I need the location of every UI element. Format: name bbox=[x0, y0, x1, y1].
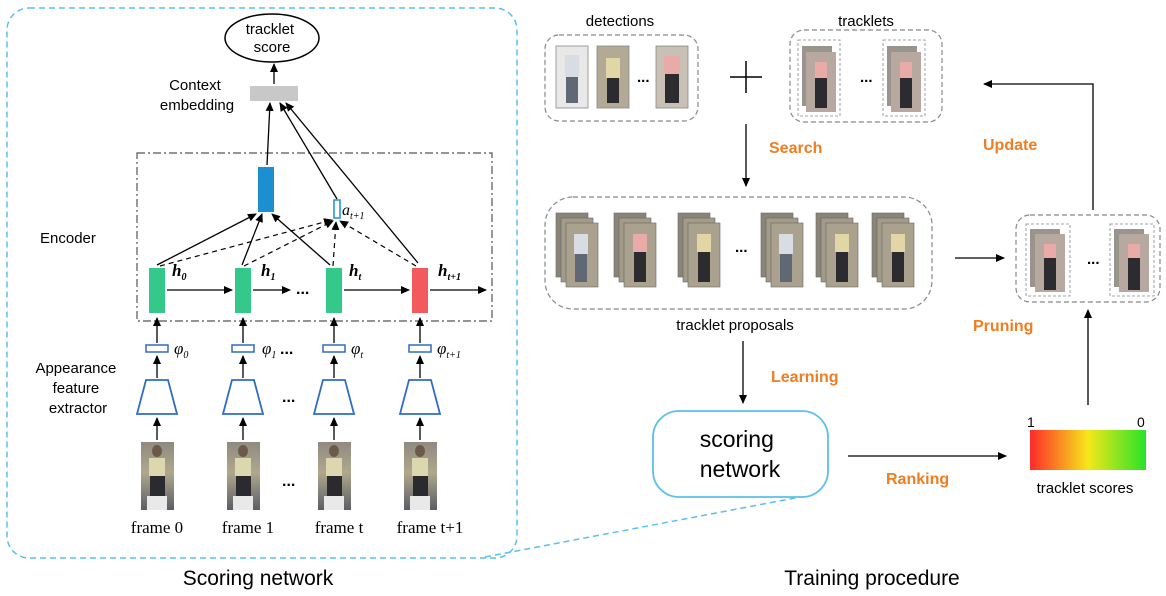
feature-vector-1 bbox=[231, 344, 255, 353]
extractor-t1 bbox=[398, 379, 442, 415]
frame-ellipsis: ... bbox=[282, 473, 295, 490]
tracklet-score-node bbox=[224, 13, 320, 63]
extractor-0 bbox=[135, 379, 179, 415]
frame-image-t1 bbox=[404, 442, 437, 510]
learning-label: Learning bbox=[771, 369, 839, 386]
scale-low-label: 0 bbox=[1137, 414, 1145, 430]
tracklet-proposals-box bbox=[544, 196, 933, 310]
detections-box bbox=[544, 34, 699, 122]
feature-vector-0 bbox=[145, 344, 169, 353]
h1-label: h1 bbox=[261, 261, 275, 283]
detections-label: detections bbox=[586, 13, 654, 30]
proposal-stack-6 bbox=[871, 212, 915, 288]
training-procedure-title: Training procedure bbox=[784, 567, 960, 590]
frame-image-1 bbox=[227, 442, 260, 510]
context-embedding-block bbox=[250, 86, 298, 101]
pruned-tracklets-box bbox=[1015, 214, 1161, 303]
ht1-label: ht+1 bbox=[438, 261, 461, 283]
proposals-ellipsis: ... bbox=[735, 239, 748, 256]
scoring-network-box bbox=[652, 410, 829, 498]
hidden-ellipsis: ... bbox=[296, 281, 309, 298]
h1-to-attention-arrow bbox=[241, 213, 263, 266]
detection-image-1 bbox=[555, 45, 589, 109]
attention-to-context-arrow bbox=[265, 102, 274, 166]
detection-image-2 bbox=[596, 45, 630, 109]
proposal-stack-1 bbox=[555, 212, 599, 288]
attention-weight-label: at+1 bbox=[342, 202, 365, 222]
pruning-label: Pruning bbox=[973, 318, 1033, 335]
tracklets-ellipsis: ... bbox=[860, 69, 873, 86]
hidden-state-h1 bbox=[235, 268, 251, 313]
proposal-stack-4 bbox=[760, 212, 804, 288]
extractor-ellipsis: ... bbox=[282, 389, 295, 406]
update-label: Update bbox=[983, 137, 1037, 154]
attention-block bbox=[258, 167, 274, 212]
detection-image-3 bbox=[655, 45, 689, 109]
h0-to-attention-arrow bbox=[156, 213, 257, 266]
zoom-connector-line bbox=[484, 496, 801, 558]
extractor-label: Appearance feature extractor bbox=[35, 360, 120, 417]
h0-label: h0 bbox=[172, 261, 186, 283]
scoring-network-box-label: scoring network bbox=[700, 426, 781, 482]
attention-weight-block bbox=[333, 199, 341, 219]
tracklet-scores-label: tracklet scores bbox=[1037, 480, 1134, 497]
ht-label: ht bbox=[349, 261, 362, 283]
tracklets-label: tracklets bbox=[838, 13, 894, 30]
h0-to-weight-dashed bbox=[159, 218, 333, 267]
frame-label-0: frame 0 bbox=[131, 518, 183, 537]
frame-image-t bbox=[318, 442, 351, 510]
hidden-state-h0 bbox=[149, 268, 165, 313]
pruned-stack-1 bbox=[1025, 223, 1071, 297]
tracklet-stack-1 bbox=[797, 39, 841, 117]
tracklets-box bbox=[789, 29, 943, 123]
update-arrow bbox=[983, 80, 1094, 210]
feature-vector-t1 bbox=[408, 344, 432, 353]
last-hidden-to-context-arrow bbox=[285, 102, 419, 264]
pruned-ellipsis: ... bbox=[1087, 251, 1100, 268]
pruned-stack-2 bbox=[1109, 223, 1155, 297]
weight-to-context-arrow bbox=[279, 102, 338, 200]
scale-high-label: 1 bbox=[1027, 414, 1035, 430]
proposal-stack-3 bbox=[677, 212, 721, 288]
ht1-to-weight-dashed bbox=[339, 220, 417, 267]
proposals-label: tracklet proposals bbox=[676, 317, 794, 334]
frame-label-1: frame 1 bbox=[222, 518, 274, 537]
scoring-network-title: Scoring network bbox=[183, 567, 334, 590]
feature-vector-t bbox=[322, 344, 346, 353]
ht-to-attention-arrow bbox=[271, 213, 331, 266]
proposal-stack-5 bbox=[815, 212, 859, 288]
score-color-scale bbox=[1030, 430, 1146, 470]
encoder-box bbox=[136, 152, 493, 322]
extractor-1 bbox=[221, 379, 265, 415]
h1-to-weight-dashed bbox=[243, 220, 334, 267]
extractor-t bbox=[312, 379, 356, 415]
phi0-label: φ0 bbox=[174, 339, 188, 361]
hidden-state-ht bbox=[326, 268, 342, 313]
tracklet-score-label: tracklet score bbox=[246, 21, 299, 56]
frame-image-0 bbox=[141, 442, 174, 510]
hidden-state-ht1 bbox=[412, 268, 428, 313]
frame-label-t: frame t bbox=[315, 518, 364, 537]
search-label: Search bbox=[769, 140, 822, 157]
frame-label-t1: frame t+1 bbox=[397, 518, 464, 537]
feature-ellipsis: ... bbox=[280, 341, 293, 358]
phi1-label: φ1 bbox=[262, 339, 276, 361]
scoring-network-panel bbox=[6, 7, 518, 559]
ranking-label: Ranking bbox=[886, 471, 949, 488]
encoder-label: Encoder bbox=[40, 230, 96, 247]
context-embedding-label: Context embedding bbox=[160, 77, 234, 114]
ht-to-weight-dashed bbox=[331, 221, 340, 267]
phit-label: φt bbox=[351, 339, 363, 361]
detections-ellipsis: ... bbox=[637, 69, 650, 86]
phit1-label: φt+1 bbox=[437, 339, 461, 361]
proposal-stack-2 bbox=[613, 212, 657, 288]
tracklet-stack-2 bbox=[882, 39, 926, 117]
